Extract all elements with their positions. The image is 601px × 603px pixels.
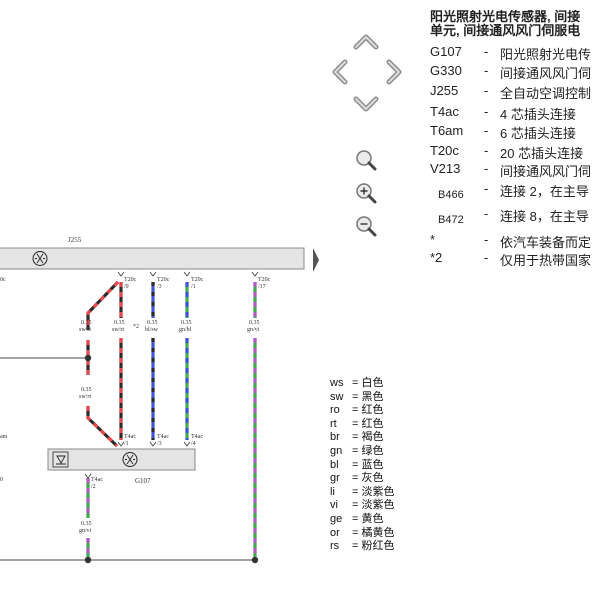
- color-code-row: rs= 粉红色: [330, 540, 395, 553]
- legend-title-line2: 单元, 间接通风风门伺服电: [430, 23, 581, 38]
- zoom-out-icon[interactable]: [356, 216, 377, 237]
- connector-t4ac-3: T4ac/3: [157, 434, 169, 447]
- chevron-left-icon[interactable]: [332, 59, 348, 85]
- star2-note: *2: [133, 324, 139, 330]
- color-code-row: bl= 蓝色: [330, 458, 384, 471]
- zoom-icon[interactable]: [356, 150, 377, 171]
- connector-t20c-3: T20c/3: [157, 277, 170, 290]
- junction-dot: [251, 556, 259, 564]
- chevron-down-icon[interactable]: [353, 96, 379, 112]
- color-code-row: br= 褐色: [330, 431, 384, 444]
- legend-title-line1: 阳光照射光电传感器, 间接: [430, 10, 581, 24]
- chevron-up-icon[interactable]: [353, 34, 379, 50]
- g107-label: G107: [135, 477, 151, 485]
- connector-t4ac-1: T4ac/1: [124, 434, 136, 447]
- junction-dot: [84, 354, 92, 362]
- connector-t20c-9: T20c/9: [124, 277, 137, 290]
- wire-sw-rt-left-lower: [86, 340, 119, 448]
- wire-sw-rt-left: [86, 280, 120, 330]
- left-label-0: 0: [0, 477, 3, 483]
- color-code-row: li= 淡紫色: [330, 485, 395, 498]
- color-code-row: or= 橘黄色: [330, 526, 395, 539]
- left-connector-label: 0c: [0, 277, 6, 283]
- color-code-row: ws= 白色: [330, 377, 384, 389]
- g107-symbol-icon: [122, 452, 138, 467]
- j255-unit-bar: [0, 247, 305, 270]
- connector-arrows-bottom: [84, 441, 191, 479]
- left-label-am: am: [0, 434, 8, 440]
- color-code-row: ge= 黄色: [330, 512, 384, 525]
- zoom-in-icon[interactable]: [356, 183, 377, 204]
- connector-t20c-17: T20c/17: [258, 277, 271, 290]
- wire-color-legend: ws= 白色 sw= 黑色 ro= 红色 rt= 红色 br= 褐色 gn= 绿…: [330, 377, 394, 554]
- color-code-row: vi= 淡紫色: [330, 499, 395, 512]
- color-code-row: ro= 红色: [330, 404, 384, 417]
- connector-arrows: [117, 271, 259, 277]
- chevron-right-icon[interactable]: [386, 59, 402, 85]
- color-code-row: sw= 黑色: [330, 390, 384, 403]
- connector-t4ac-2: T4ac/2: [91, 477, 103, 490]
- color-code-row: rt= 红色: [330, 417, 384, 430]
- component-legend-panel: 阳光照射光电传感器, 间接 单元, 间接通风风门伺服电 G107 - 阳光照射光…: [430, 10, 601, 290]
- color-code-row: gr= 灰色: [330, 472, 384, 485]
- collapse-panel-icon[interactable]: [313, 248, 319, 272]
- g107-sensor-box: [47, 448, 196, 471]
- connector-t20c-1: T20c/1: [191, 277, 204, 290]
- junction-dot: [84, 556, 92, 564]
- color-code-row: gn= 绿色: [330, 444, 384, 457]
- j255-symbol-icon: [32, 251, 48, 266]
- connector-t4ac-4: T4ac/4: [191, 434, 203, 447]
- j255-label: J255: [68, 236, 82, 244]
- photodiode-icon: [52, 451, 69, 468]
